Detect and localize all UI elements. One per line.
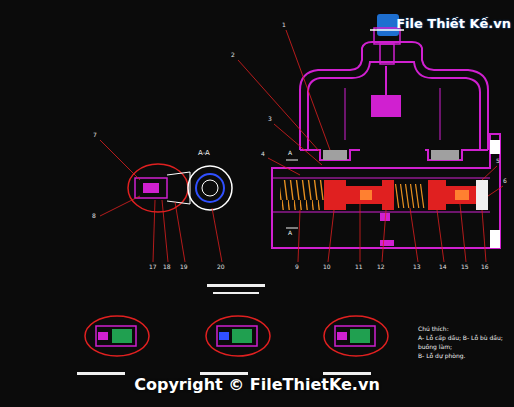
note-line: B- Lỗ dự phòng. — [418, 353, 465, 360]
detail-views — [77, 316, 388, 375]
note-line: A- Lỗ cấp dầu; B- Lỗ bù dầu; — [418, 335, 503, 342]
return-spring — [280, 180, 324, 210]
callout-number: 15 — [461, 264, 469, 271]
title-bar — [207, 284, 265, 287]
note-line: buồng làm; — [418, 344, 452, 351]
section-mark: A — [288, 230, 292, 237]
watermark: Copyright © FileThietKe.vn — [134, 376, 380, 394]
callout-number: 20 — [217, 264, 225, 271]
callout-number: 4 — [261, 151, 265, 158]
callout-number: 3 — [268, 116, 272, 123]
callout-number: 7 — [93, 132, 97, 139]
callout-number: 1 — [282, 22, 286, 29]
callout-number: 18 — [163, 264, 171, 271]
reservoir-cap — [370, 28, 404, 64]
reservoir-ports — [300, 150, 488, 160]
callout-number: 5 — [496, 158, 500, 165]
note-heading: Chú thích: — [418, 326, 449, 333]
callout-number: 6 — [503, 178, 507, 185]
push-rod-clevis — [128, 164, 232, 212]
callout-number: 8 — [92, 213, 96, 220]
callout-number: 12 — [377, 264, 385, 271]
callout-number: 9 — [295, 264, 299, 271]
callout-number: 17 — [149, 264, 157, 271]
callout-number: 13 — [413, 264, 421, 271]
reservoir — [300, 42, 488, 150]
callout-number: 10 — [323, 264, 331, 271]
section-marks — [286, 160, 298, 228]
callout-number: 16 — [481, 264, 489, 271]
leader-lines — [100, 30, 503, 262]
callout-number: 14 — [439, 264, 447, 271]
section-mark: A — [288, 150, 292, 157]
callout-number: 2 — [231, 52, 235, 59]
section-title: A-A — [198, 150, 210, 158]
logo-text: File Thiết Kế.vn — [396, 17, 511, 31]
logo-icon — [377, 14, 399, 36]
title-bar — [213, 292, 259, 294]
callout-number: 19 — [180, 264, 188, 271]
piston-spring — [395, 184, 425, 208]
callout-number: 11 — [355, 264, 363, 271]
